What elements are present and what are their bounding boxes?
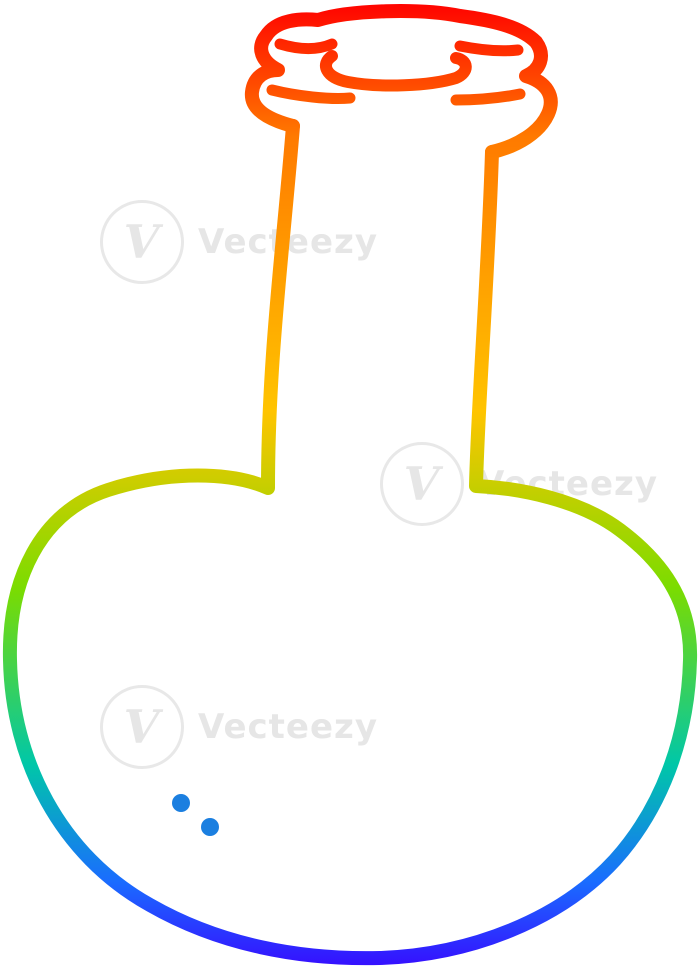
- highlight-dot: [172, 794, 190, 812]
- bottle-mouth-rim: [320, 50, 472, 92]
- highlight-dot: [201, 818, 219, 836]
- flask-outline: [2, 119, 698, 966]
- cork-inner-line: [266, 38, 526, 106]
- bottle-lip: [244, 4, 558, 159]
